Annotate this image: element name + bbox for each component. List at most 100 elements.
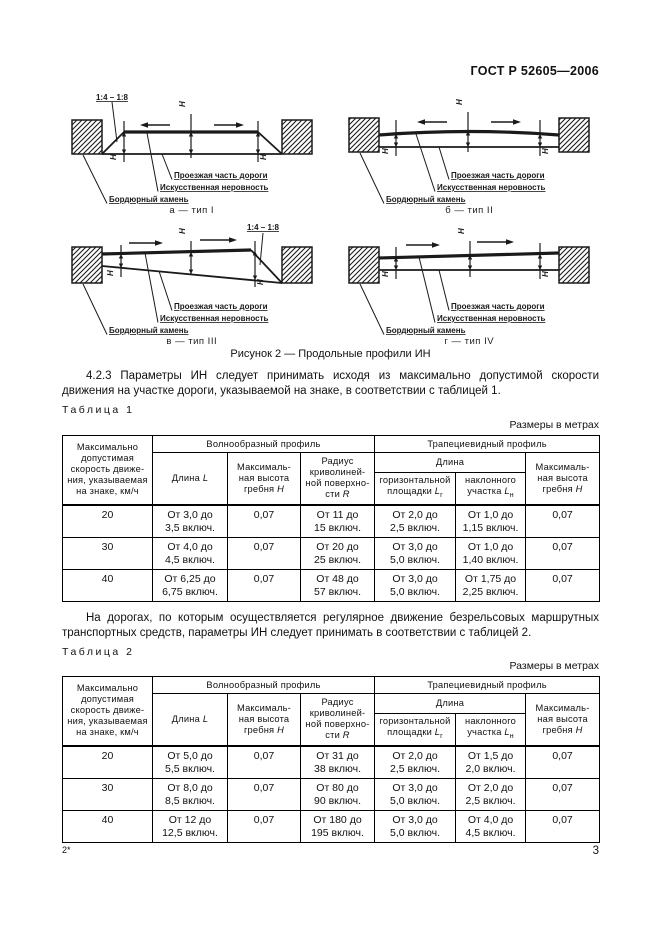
cell-height-trap: 0,07 bbox=[525, 777, 601, 811]
curb-label: Бордюрный камень bbox=[109, 195, 189, 204]
leader-line bbox=[418, 256, 436, 323]
table-row: 20 От 3,0 до 3,5 включ. 0,07 От 11 до 15… bbox=[62, 504, 601, 538]
h-label: Н bbox=[178, 228, 187, 234]
dimension-arrowhead bbox=[394, 265, 399, 270]
table-1-units: Размеры в метрах bbox=[509, 419, 600, 431]
header-group-trapezoid: Трапециевидный профиль bbox=[374, 435, 601, 453]
header-radius: Радиус криволиней- ной поверхно- сти R bbox=[299, 693, 376, 747]
dimension-arrowhead bbox=[252, 251, 257, 256]
traffic-arrowhead bbox=[417, 119, 426, 125]
cell-horizontal: От 3,0 до 5,0 включ. bbox=[374, 809, 457, 843]
road-label: Проезжая часть дороги bbox=[451, 302, 545, 311]
leader-line bbox=[438, 269, 450, 311]
table-2-label: Таблица 2 bbox=[62, 646, 135, 658]
curb-block bbox=[558, 246, 590, 284]
cell-speed: 40 bbox=[62, 568, 153, 602]
dimension-arrowhead bbox=[252, 275, 257, 280]
slope-leader-line bbox=[259, 232, 264, 266]
cell-speed: 20 bbox=[62, 745, 153, 779]
h-label: Н bbox=[541, 148, 550, 154]
cell-height-wave: 0,07 bbox=[227, 777, 301, 811]
curb-block bbox=[348, 246, 380, 284]
header-max-height-trap: Максималь- ная высота гребня Н bbox=[525, 693, 601, 747]
cell-horizontal: От 2,0 до 2,5 включ. bbox=[374, 504, 457, 538]
dimension-arrowhead bbox=[538, 265, 543, 270]
dimension-arrowhead bbox=[466, 131, 471, 136]
leader-line bbox=[359, 283, 385, 335]
leader-line bbox=[415, 133, 436, 192]
dimension-arrowhead bbox=[118, 254, 123, 259]
cell-height-wave: 0,07 bbox=[227, 504, 301, 538]
header-horizontal-platform: горизонтальной площадки Lг bbox=[374, 713, 457, 747]
hump-profile-line bbox=[101, 248, 251, 256]
cell-radius: От 180 до 195 включ. bbox=[299, 809, 376, 843]
dimension-arrowhead bbox=[188, 149, 193, 154]
leader-line bbox=[82, 283, 108, 335]
cell-height-trap: 0,07 bbox=[525, 568, 601, 602]
traffic-arrowhead bbox=[228, 237, 237, 243]
leader-line bbox=[161, 153, 173, 180]
header-group-wave: Волнообразный профиль bbox=[151, 676, 376, 694]
cell-inclined: От 2,0 до 2,5 включ. bbox=[455, 777, 527, 811]
cell-height-wave: 0,07 bbox=[227, 536, 301, 570]
dimension-arrowhead bbox=[255, 132, 260, 137]
table-row: 30 От 8,0 до 8,5 включ. 0,07 От 80 до 90… bbox=[62, 777, 601, 811]
slope-leader-line bbox=[111, 101, 118, 143]
header-speed: Максимально допустимая скорость движе- н… bbox=[62, 676, 153, 747]
hump-label: Искусственная неровность bbox=[437, 183, 545, 192]
table-row: 40 От 12 до 12,5 включ. 0,07 От 180 до 1… bbox=[62, 809, 601, 843]
dimension-arrowhead bbox=[468, 255, 473, 260]
header-horizontal-platform: горизонтальной площадки Lг bbox=[374, 472, 457, 506]
header-inclined-section: наклонного участка Lн bbox=[455, 713, 527, 747]
diagram-caption-type-2: б — тип II bbox=[445, 205, 494, 216]
cell-height-wave: 0,07 bbox=[227, 745, 301, 779]
traffic-arrowhead bbox=[432, 242, 441, 248]
cell-length: От 8,0 до 8,5 включ. bbox=[152, 777, 228, 811]
road-label: Проезжая часть дороги bbox=[174, 171, 268, 180]
dimension-arrowhead bbox=[121, 132, 126, 137]
cell-height-trap: 0,07 bbox=[525, 536, 601, 570]
table-2-units: Размеры в метрах bbox=[509, 660, 600, 672]
header-group-trapezoid: Трапециевидный профиль bbox=[374, 676, 601, 694]
curb-label: Бордюрный камень bbox=[386, 326, 466, 335]
cell-speed: 30 bbox=[62, 536, 153, 570]
cell-radius: От 11 до 15 включ. bbox=[299, 504, 376, 538]
hump-label: Искусственная неровность bbox=[160, 183, 268, 192]
traffic-arrowhead bbox=[513, 119, 522, 125]
cell-horizontal: От 3,0 до 5,0 включ. bbox=[374, 777, 457, 811]
hump-label: Искусственная неровность bbox=[437, 314, 545, 323]
h-label: Н bbox=[259, 154, 268, 160]
cell-inclined: От 1,0 до 1,15 включ. bbox=[455, 504, 527, 538]
cell-length: От 5,0 до 5,5 включ. bbox=[152, 745, 228, 779]
curb-block bbox=[71, 119, 103, 155]
dimension-arrowhead bbox=[188, 269, 193, 274]
table-row: 30 От 4,0 до 4,5 включ. 0,07 От 20 до 25… bbox=[62, 536, 601, 570]
table-row: 20 От 5,0 до 5,5 включ. 0,07 От 31 до 38… bbox=[62, 745, 601, 779]
cell-radius: От 80 до 90 включ. bbox=[299, 777, 376, 811]
h-label: Н bbox=[106, 270, 115, 276]
header-length-group: Длина bbox=[374, 452, 527, 473]
curb-label: Бордюрный камень bbox=[109, 326, 189, 335]
table-2: Максимально допустимая скорость движе- н… bbox=[62, 676, 601, 843]
dimension-arrowhead bbox=[538, 254, 543, 259]
curb-block bbox=[281, 119, 313, 155]
dimension-arrowhead bbox=[538, 142, 543, 147]
diagram-caption-type-4: г — тип IV bbox=[444, 336, 495, 347]
header-length: Длина L bbox=[152, 693, 228, 747]
leader-line bbox=[438, 146, 450, 180]
h-label: Н bbox=[381, 271, 390, 277]
cell-horizontal: От 3,0 до 5,0 включ. bbox=[374, 536, 457, 570]
paragraph-4-2-3: 4.2.3 Параметры ИН следует принимать исх… bbox=[62, 370, 599, 397]
dimension-arrowhead bbox=[468, 265, 473, 270]
header-radius: Радиус криволиней- ной поверхно- сти R bbox=[299, 452, 376, 506]
dimension-arrowhead bbox=[188, 132, 193, 137]
cell-radius: От 31 до 38 включ. bbox=[299, 745, 376, 779]
hump-profile-line bbox=[379, 251, 560, 260]
slope-line bbox=[257, 131, 283, 155]
header-length: Длина L bbox=[152, 452, 228, 506]
